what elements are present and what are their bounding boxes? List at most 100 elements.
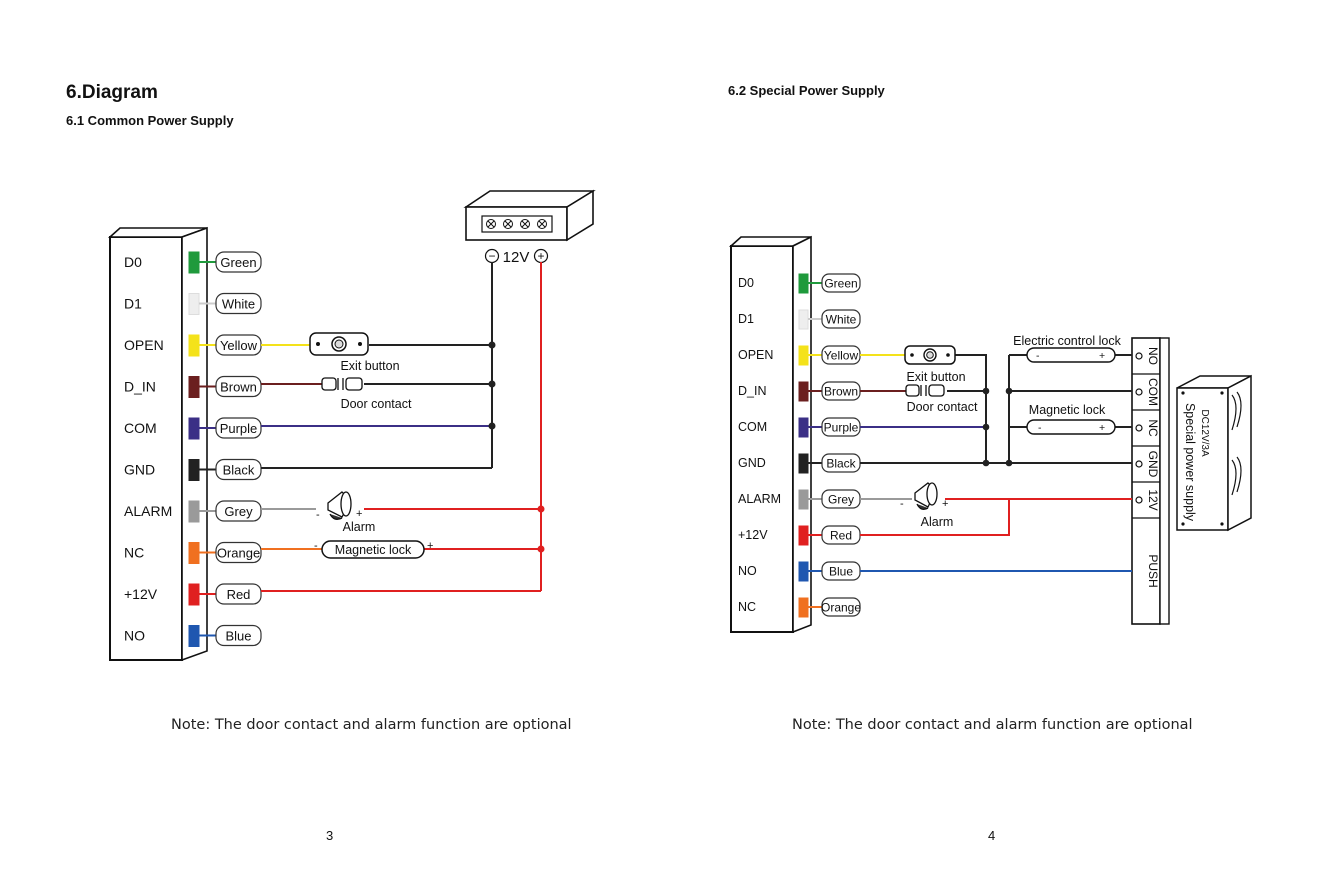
right-wire-color-swatch [798, 561, 809, 582]
left-wire-label: Brown [220, 380, 257, 395]
left-alarm-minus: - [316, 509, 320, 521]
left-wire-color-swatch [188, 376, 200, 398]
right-terminal-row: GND Black [738, 453, 861, 474]
left-terminal-label: NC [124, 545, 144, 561]
psu-terminal-screw-icon [1135, 424, 1143, 432]
left-magnetic-lock [321, 540, 425, 559]
psu-name-label: Special power supply [1183, 403, 1197, 522]
left-wire-label: Red [227, 587, 251, 602]
left-terminal-label: ALARM [124, 503, 172, 519]
left-mlock-minus: - [314, 540, 318, 552]
left-exit-button-label: Exit button [340, 359, 399, 373]
left-wire-label-box [215, 375, 262, 398]
left-wire-color-swatch [188, 459, 200, 481]
left-terminal-row: ALARM Grey [124, 500, 262, 523]
right-exit-button-label: Exit button [906, 370, 965, 384]
psu-voltage-label: 12V [503, 249, 530, 266]
left-wire-color-swatch [188, 625, 200, 647]
left-alarm-plus: + [356, 508, 362, 520]
left-wire-label-box [215, 251, 262, 273]
left-wire-label-box [215, 500, 262, 522]
left-terminal-label: GND [124, 462, 155, 478]
right-wire-label: Brown [824, 385, 858, 399]
left-alarm-label: Alarm [343, 520, 376, 534]
left-wire-color-swatch [188, 334, 200, 357]
left-magnetic-lock-label: Magnetic lock [335, 543, 412, 557]
right-wire-color-swatch [798, 273, 809, 294]
psu-minus-label: − [488, 249, 495, 263]
right-terminal-row: D1 White [738, 309, 861, 330]
left-wire-label: Blue [225, 629, 251, 644]
page-number-right: 4 [988, 828, 996, 843]
psu-terminal: 12V [1135, 489, 1160, 511]
right-terminal-label: D1 [738, 312, 754, 326]
psu-rating-label: DC12V/3A [1199, 409, 1210, 457]
rml-plus: + [1099, 422, 1105, 434]
left-terminal-row: D_IN Brown [124, 375, 262, 398]
right-wire-color-swatch [798, 417, 809, 438]
right-terminal-label: +12V [738, 528, 768, 542]
right-door-contact-label: Door contact [907, 400, 978, 414]
right-terminal-row: +12V Red [738, 525, 861, 546]
right-terminal-label: OPEN [738, 348, 773, 362]
psu-terminal: PUSH [1146, 554, 1160, 587]
right-note: Note: The door contact and alarm functio… [792, 717, 1193, 733]
psu-terminal: NC [1135, 419, 1160, 437]
psu-terminal-label: COM [1146, 378, 1160, 406]
left-wire-label: Yellow [220, 338, 258, 353]
left-terminal-label: D0 [124, 254, 142, 270]
left-wire-label: Purple [220, 421, 258, 436]
section-title-special-power: 6.2 Special Power Supply [728, 83, 885, 98]
right-alarm-label: Alarm [921, 515, 954, 529]
left-door-contact-label: Door contact [341, 397, 412, 411]
psu-terminal-label: 12V [1146, 489, 1160, 510]
psu-terminal-screw-icon [1135, 460, 1143, 468]
left-wire-color-swatch [188, 583, 200, 606]
psu-terminal-label: NO [1146, 347, 1160, 365]
right-wire-label-box [821, 597, 861, 617]
right-wire-label: Black [826, 457, 856, 471]
left-wire-label: Grey [224, 504, 253, 519]
left-wire-label-box [215, 583, 262, 605]
left-wire-label-box [215, 417, 262, 439]
right-wire-label: Red [830, 529, 852, 543]
left-wire-color-swatch [188, 293, 200, 315]
right-wire-label: White [826, 313, 857, 327]
right-wire-color-swatch [798, 489, 809, 510]
right-alarm-plus: + [942, 498, 948, 510]
psu-terminal: COM [1135, 378, 1160, 406]
right-wire-label: Yellow [824, 349, 859, 363]
right-terminal-label: NO [738, 564, 757, 578]
left-psu: − 12V + [463, 189, 596, 266]
right-wire-label-box [821, 309, 861, 329]
left-mlock-plus: + [427, 540, 433, 552]
right-controller-box [728, 235, 812, 634]
left-wire-label: White [222, 297, 255, 312]
psu-terminal: GND [1135, 451, 1160, 478]
electric-control-lock-label: Electric control lock [1013, 334, 1121, 348]
left-wire-label: Green [220, 255, 256, 270]
left-wire-color-swatch [188, 542, 200, 564]
psu-terminal-label: PUSH [1146, 554, 1160, 587]
left-terminal-label: D_IN [124, 379, 156, 395]
psu-terminal-screw-icon [1135, 352, 1143, 360]
right-wire-label: Grey [828, 493, 854, 507]
right-terminal-label: GND [738, 456, 766, 470]
left-wire-color-swatch [188, 251, 200, 274]
left-wire-color-swatch [188, 500, 200, 523]
rml-minus: - [1038, 422, 1042, 434]
psu-terminal-screw-icon [1135, 388, 1143, 396]
left-terminal-label: NO [124, 628, 145, 644]
right-wire-color-swatch [798, 453, 809, 474]
right-terminal-row: OPEN Yellow [738, 345, 861, 366]
psu-terminal-screw-icon [1135, 496, 1143, 504]
left-terminal-label: +12V [124, 586, 158, 602]
ecl-minus: - [1036, 350, 1040, 362]
